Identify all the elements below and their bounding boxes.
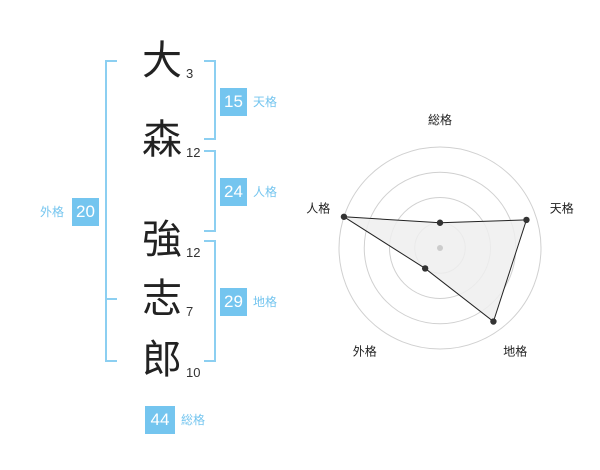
stroke-count-2: 12	[186, 145, 201, 160]
jinkaku-value-badge: 24	[220, 178, 247, 206]
radar-area	[343, 216, 528, 323]
gaikaku-bracket-tick	[105, 298, 117, 300]
soukaku-value-badge: 44	[145, 406, 175, 434]
stroke-count-4: 7	[186, 304, 194, 319]
radar-point-1	[436, 219, 444, 226]
tenkaku-bracket	[204, 60, 216, 140]
jinkaku-label: 人格	[253, 185, 278, 199]
radar-axis-label-3: 地格	[503, 344, 527, 359]
chikaku-value-badge: 29	[220, 288, 247, 316]
name-char-3: 強	[142, 217, 182, 263]
tenkaku-label: 天格	[253, 95, 278, 109]
stroke-count-1: 3	[186, 66, 194, 81]
radar-point-4	[421, 265, 429, 272]
chikaku-bracket	[204, 240, 216, 362]
tenkaku-value-badge: 15	[220, 88, 247, 116]
radar-point-3	[490, 318, 497, 325]
radar-center	[437, 245, 443, 251]
radar-point-2	[523, 216, 530, 224]
radar-axis-label-1: 総格	[428, 112, 452, 127]
radar-axis-label-4: 外格	[353, 344, 377, 359]
gaikaku-value-badge: 20	[72, 198, 99, 226]
stroke-count-3: 12	[186, 245, 201, 260]
name-char-4: 志	[142, 276, 182, 322]
jinkaku-bracket	[204, 150, 216, 232]
chikaku-label: 地格	[253, 295, 278, 309]
radar-point-5	[340, 213, 348, 220]
radar-axis-label-2: 天格	[550, 200, 574, 215]
radar-ring	[338, 146, 542, 350]
name-char-5: 郎	[142, 337, 182, 383]
gaikaku-bracket	[105, 60, 117, 362]
radar-axis-label-5: 人格	[306, 200, 330, 215]
name-char-2: 森	[142, 117, 182, 163]
gaikaku-label: 外格	[40, 205, 65, 219]
name-char-1: 大	[142, 38, 182, 84]
soukaku-label: 総格	[181, 413, 206, 427]
stroke-count-5: 10	[186, 365, 201, 380]
